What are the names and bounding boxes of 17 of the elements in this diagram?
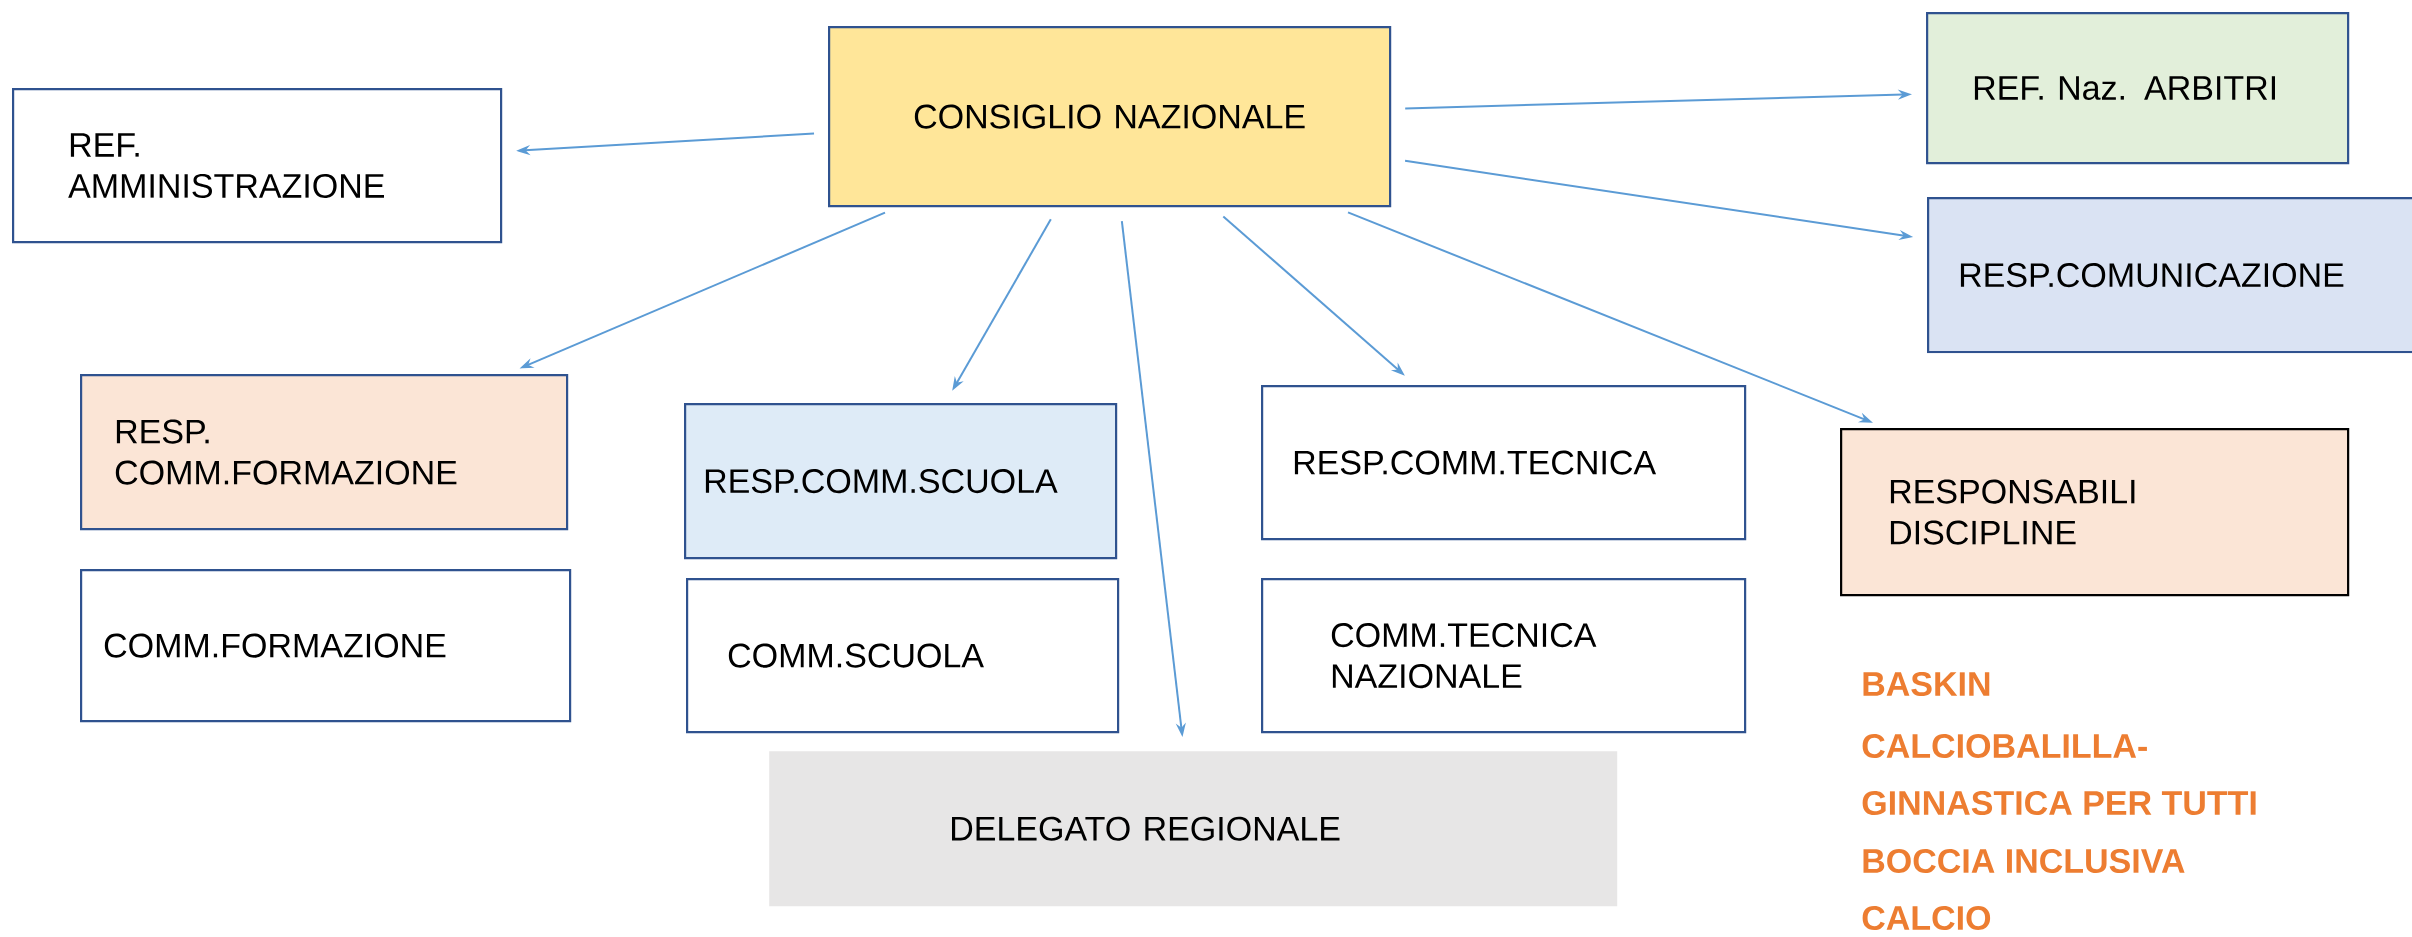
- box: CONSIGLIO NAZIONALE: [828, 26, 1392, 208]
- box: COMM.SCUOLA: [686, 578, 1120, 734]
- box: COMM.TECNICA NAZIONALE: [1261, 578, 1747, 734]
- box: REF. AMMINISTRAZIONE: [12, 88, 503, 244]
- sport-label: BOCCIA INCLUSIVA: [1863, 848, 2185, 874]
- sport-label: GINNASTICA PER TUTTI: [1862, 790, 2256, 816]
- box: COMM.FORMAZIONE: [80, 569, 572, 723]
- box: RESP.COMM.TECNICA: [1261, 385, 1747, 541]
- sport-label: CALCIO: [1862, 905, 1991, 931]
- box: RESP.COMM.SCUOLA: [684, 403, 1118, 560]
- sport-label: CALCIOBALILLA-: [1862, 733, 2147, 759]
- box: REF. Naz. ARBITRI: [1926, 12, 2350, 165]
- sport-label: BASKIN: [1863, 671, 1990, 697]
- box: RESP. COMM.FORMAZIONE: [80, 374, 569, 531]
- box: RESPONSABILI DISCIPLINE: [1840, 428, 2350, 597]
- box: RESP.COMUNICAZIONE: [1927, 197, 2412, 354]
- box: DELEGATO REGIONALE: [769, 751, 1618, 907]
